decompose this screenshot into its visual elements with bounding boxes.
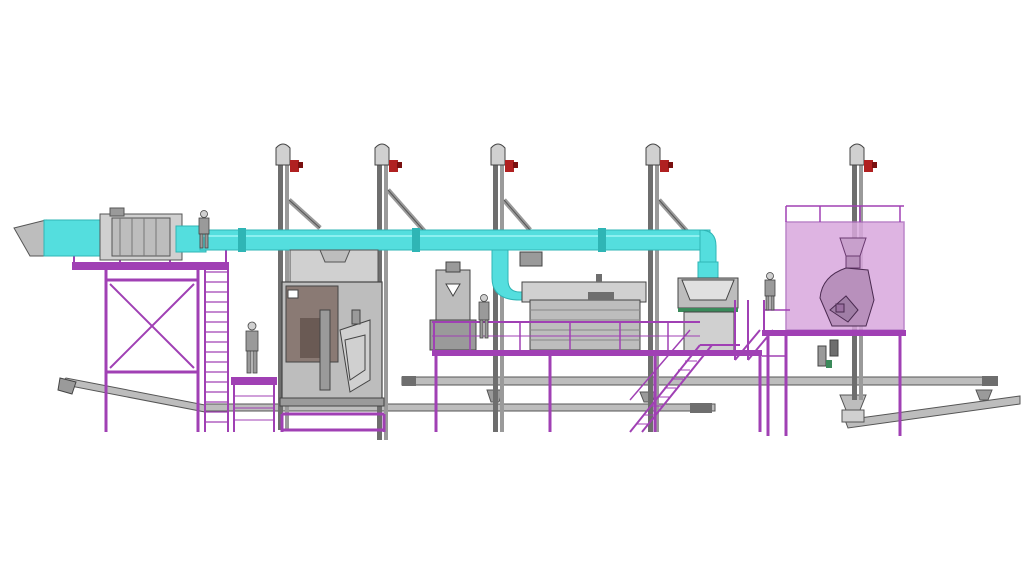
main-platform	[432, 321, 762, 432]
elevator-4-motor-icon	[660, 160, 669, 172]
worker-2-icon	[198, 210, 210, 249]
right-small-parts	[817, 339, 839, 368]
right-hopper-machine	[677, 277, 739, 353]
worker-1-icon	[245, 321, 259, 374]
main-duct	[199, 229, 711, 251]
platform-stairs	[629, 300, 774, 433]
left-conveyor-feeder	[57, 377, 77, 395]
left-ladder	[204, 262, 229, 432]
left-inclined-conveyor	[58, 377, 206, 413]
middle-conveyor	[401, 376, 998, 386]
worker-4-icon	[764, 272, 776, 311]
right-inclined-conveyor	[844, 395, 1021, 429]
worker-3-icon	[478, 294, 490, 339]
ground-conveyors	[57, 376, 1021, 429]
separator-machine	[231, 249, 386, 432]
middle-conveyor-end	[982, 376, 998, 386]
center-cabinet-hopper-icon	[445, 283, 461, 297]
right-conveyor-boot	[841, 409, 865, 423]
elevator-3-motor-icon	[505, 160, 514, 172]
workers	[198, 210, 776, 374]
hopper-3	[975, 389, 993, 401]
elevator-5-motor-icon	[864, 160, 873, 172]
bucket-elevator-4	[645, 143, 692, 432]
bottom-conveyor-end	[690, 403, 712, 413]
rotary-drum	[13, 207, 207, 261]
elevator-1-motor-icon	[290, 160, 299, 172]
right-enclosure	[785, 205, 905, 331]
long-tank-machine	[519, 251, 647, 351]
center-cabinet	[429, 261, 477, 351]
elevator-2-motor-icon	[389, 160, 398, 172]
drum-inlet-chute	[13, 219, 47, 257]
middle-conveyor-start	[402, 376, 416, 386]
drum-shell	[43, 219, 105, 257]
